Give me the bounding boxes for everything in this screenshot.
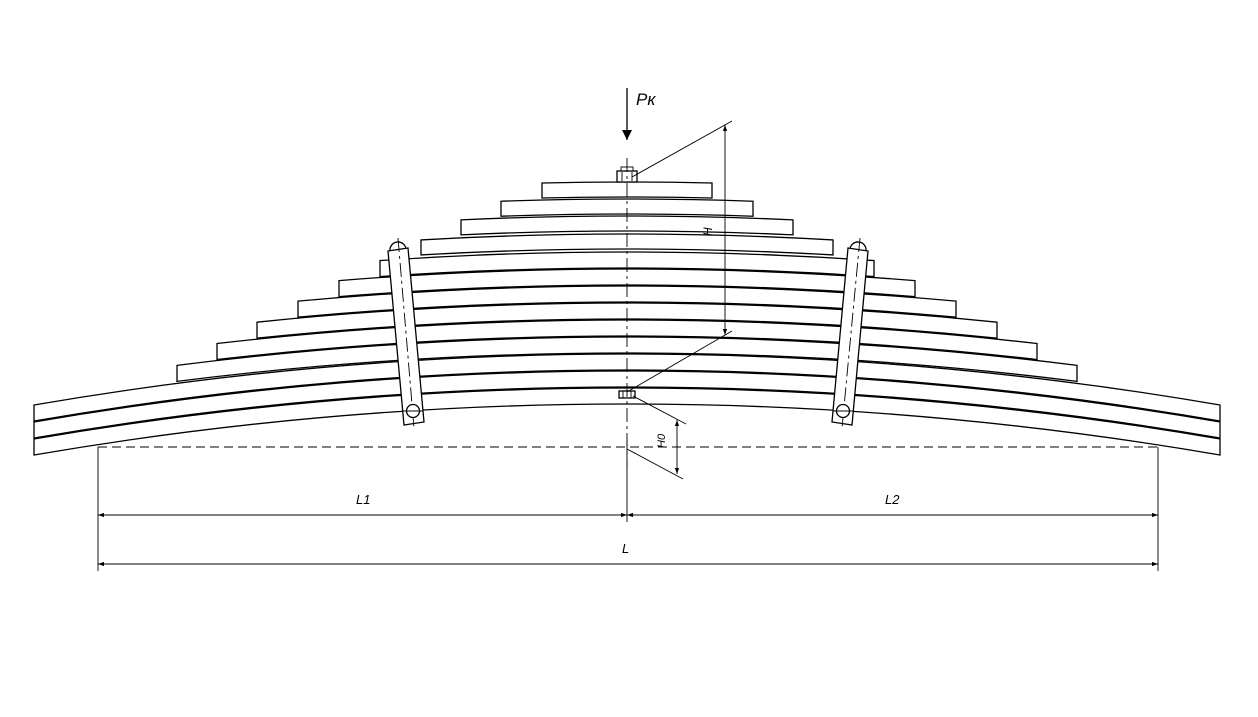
spring-leaf [33, 353, 1221, 422]
height-dimension: H [626, 120, 733, 393]
spring-leaf [500, 198, 754, 217]
length-dimensions: L1 L2 L [97, 447, 1159, 571]
load-arrow: Pк [622, 88, 656, 140]
length-l2-label: L2 [885, 492, 900, 507]
length-total-label: L [622, 541, 629, 556]
left-clamp [387, 237, 425, 429]
spring-leaf [33, 387, 1221, 456]
spring-leaf [216, 319, 1038, 361]
spring-leaf [460, 215, 794, 236]
height-h-label: H [701, 227, 715, 236]
spring-leaf [338, 268, 916, 298]
length-l1-label: L1 [356, 492, 370, 507]
right-clamp [831, 237, 869, 429]
height-h0-label: H0 [656, 433, 668, 448]
load-label: Pк [636, 90, 656, 109]
spring-leaf [33, 370, 1221, 439]
height0-dimension: H0 [626, 395, 687, 480]
spring-leaf [256, 302, 998, 339]
